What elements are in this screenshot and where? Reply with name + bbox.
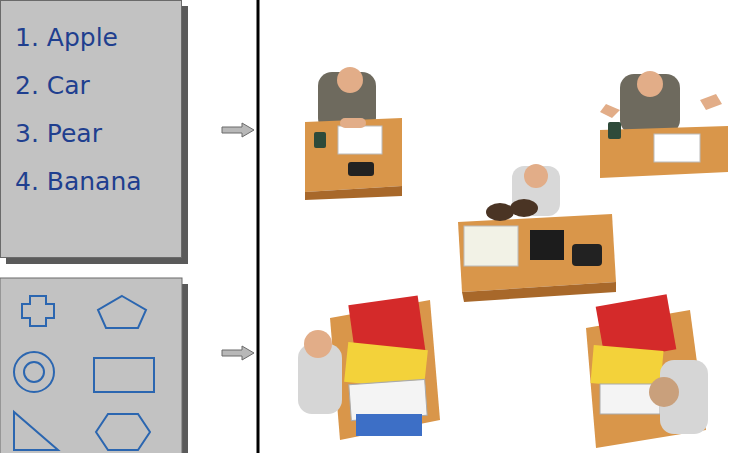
- ring-shape: [24, 362, 44, 382]
- worker-figure: [305, 67, 402, 200]
- rectangle-shape: [94, 358, 154, 392]
- papers: [654, 134, 700, 162]
- head: [649, 377, 679, 407]
- relaxing-figure: [458, 164, 616, 302]
- stressed-figure: [298, 295, 440, 440]
- head: [637, 71, 663, 97]
- list-item: 1. Apple: [15, 21, 118, 55]
- block-arrow: [222, 123, 254, 137]
- phone-figure: [600, 71, 728, 178]
- block-arrow: [222, 346, 254, 360]
- list-item: 3. Pear: [15, 117, 102, 151]
- hand: [700, 94, 722, 110]
- papers: [464, 226, 518, 266]
- hexagon-shape: [96, 414, 150, 450]
- head: [524, 164, 548, 188]
- shape-card: [0, 278, 182, 453]
- desk: [458, 214, 616, 292]
- shape-set: [14, 296, 154, 450]
- head: [337, 67, 363, 93]
- triangle-shape: [14, 412, 58, 450]
- shoe: [486, 203, 514, 221]
- phone: [348, 162, 374, 176]
- mug: [608, 122, 621, 139]
- folder-stack: [356, 414, 422, 436]
- pentagon-shape: [98, 296, 146, 328]
- head: [304, 330, 332, 358]
- hand: [600, 104, 620, 118]
- papers: [338, 126, 382, 154]
- divider-line: [257, 0, 260, 453]
- desk: [305, 118, 402, 192]
- phone: [572, 244, 602, 266]
- list-item: 4. Banana: [15, 165, 142, 199]
- cross-shape: [22, 296, 54, 326]
- list-card: 1. Apple 2. Car 3. Pear 4. Banana: [0, 0, 182, 258]
- hands: [340, 118, 366, 128]
- mug: [314, 132, 326, 148]
- desk-edge: [305, 186, 402, 200]
- laptop: [530, 230, 564, 260]
- shoe: [510, 199, 538, 217]
- ring-shape: [14, 352, 54, 392]
- sleeping-figure: [586, 294, 708, 448]
- list-item: 2. Car: [15, 69, 90, 103]
- desk-edge: [462, 282, 616, 302]
